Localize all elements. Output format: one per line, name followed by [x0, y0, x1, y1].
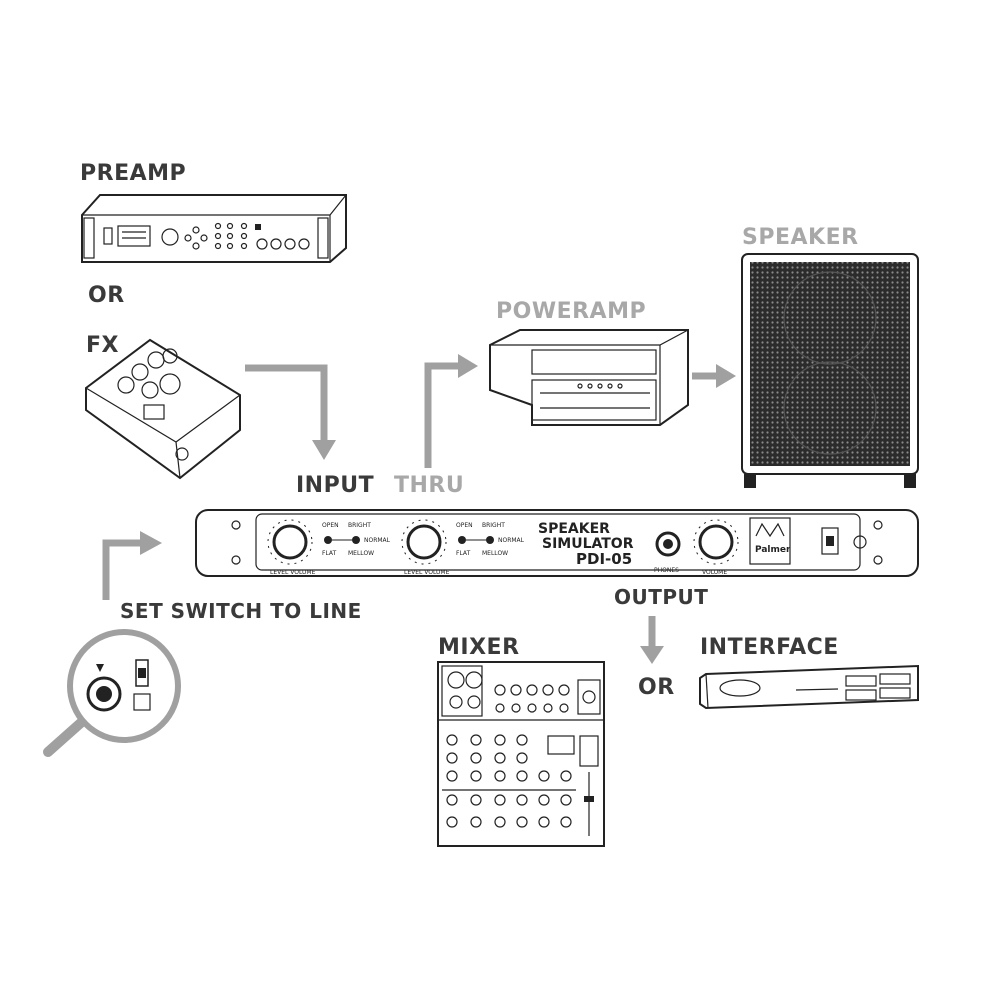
level-knob-2[interactable] [401, 519, 447, 565]
speaker-cabinet-icon [741, 253, 919, 488]
level-knob-1[interactable] [267, 519, 313, 565]
arrow-thru-to-poweramp [424, 354, 478, 468]
knob3-label: VOLUME [702, 569, 727, 576]
arrow-switch-to-device [102, 531, 162, 600]
arrow-poweramp-to-speaker [692, 364, 736, 388]
arrow-fx-to-input [245, 364, 336, 460]
sw-bright-label-1: BRIGHT [348, 522, 371, 529]
fx-pedal-icon [85, 338, 241, 480]
label-fx: FX [86, 333, 119, 358]
power-switch[interactable] [821, 527, 839, 555]
knob1-label: LEVEL VOLUME [270, 569, 316, 576]
preamp-device-icon [81, 194, 347, 263]
power-led [853, 535, 867, 549]
label-thru: THRU [394, 473, 464, 498]
device-name-line1: SPEAKER [538, 521, 610, 537]
label-speaker: SPEAKER [742, 225, 859, 250]
tone-switches-1[interactable]: OPEN BRIGHT NORMAL FLAT MELLOW [322, 522, 391, 557]
brand-name: Palmer [755, 545, 791, 555]
label-poweramp: POWERAMP [496, 299, 646, 324]
magnifier-switch-detail [43, 629, 181, 757]
sw-mellow-label-1: MELLOW [348, 550, 374, 557]
label-interface: INTERFACE [700, 635, 839, 660]
label-preamp: PREAMP [80, 161, 186, 186]
sw-flat-label-1: FLAT [322, 550, 337, 557]
label-set-switch: SET SWITCH TO LINE [120, 599, 362, 623]
label-or-bottom: OR [638, 675, 675, 700]
knob2-label: LEVEL VOLUME [404, 569, 450, 576]
phones-jack[interactable] [655, 531, 681, 557]
speaker-simulator-device: LEVEL VOLUME OPEN BRIGHT NORMAL FLAT MEL… [195, 509, 919, 577]
sw-open-label-2: OPEN [456, 522, 473, 529]
label-input: INPUT [296, 473, 374, 498]
device-model: PDI-05 [576, 550, 632, 568]
label-mixer: MIXER [438, 635, 520, 660]
label-or-top: OR [88, 283, 125, 308]
sw-open-label-1: OPEN [322, 522, 339, 529]
arrow-output-down [640, 616, 664, 664]
sw-flat-label-2: FLAT [456, 550, 471, 557]
phones-label: PHONES [654, 567, 679, 574]
poweramp-device-icon [489, 329, 689, 426]
tone-switches-2[interactable]: OPEN BRIGHT NORMAL FLAT MELLOW [456, 522, 525, 557]
mixer-device-icon [437, 661, 605, 847]
device-name-line2: SIMULATOR [542, 536, 634, 552]
volume-knob[interactable] [693, 519, 739, 565]
sw-mellow-label-2: MELLOW [482, 550, 508, 557]
audio-interface-icon [699, 664, 919, 710]
palmer-logo: Palmer [749, 517, 791, 565]
sw-bright-label-2: BRIGHT [482, 522, 505, 529]
label-output: OUTPUT [614, 585, 708, 609]
sw-normal-label-2: NORMAL [498, 537, 525, 544]
sw-normal-label-1: NORMAL [364, 537, 391, 544]
